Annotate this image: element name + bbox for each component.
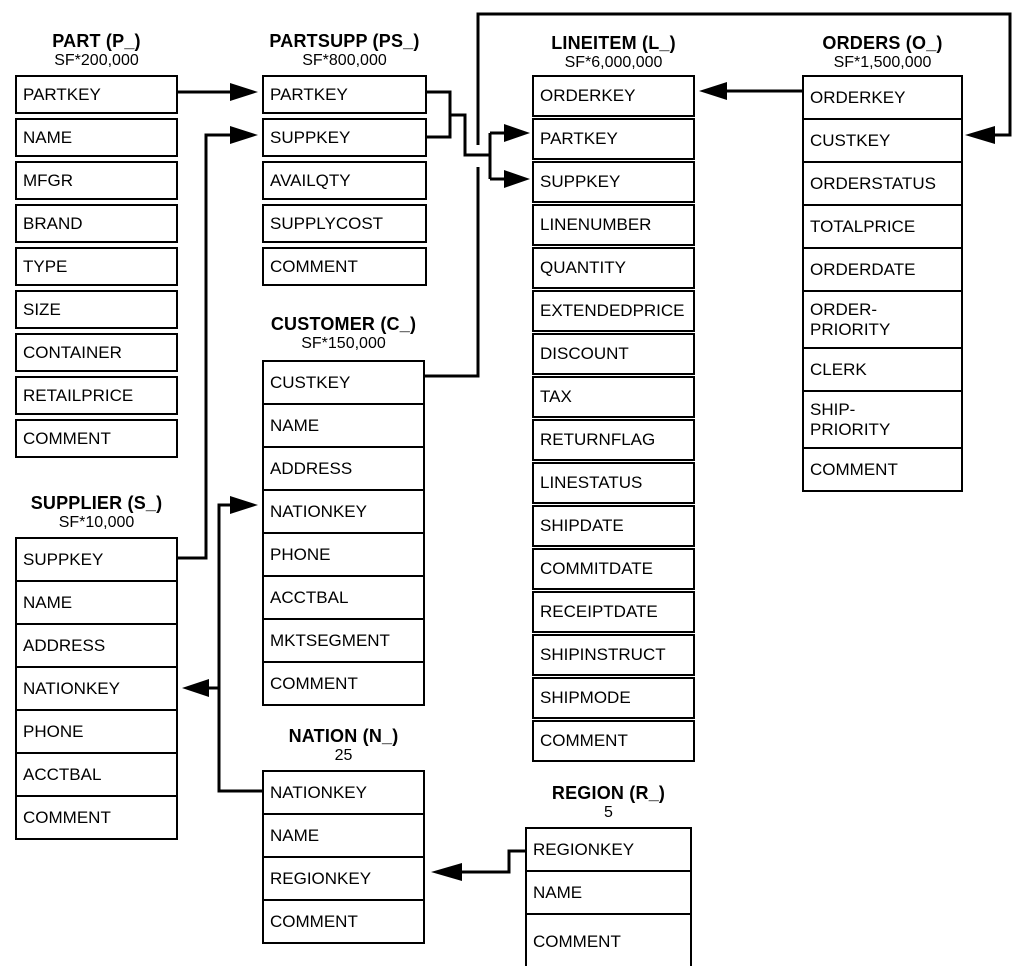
lineitem-col-quantity: QUANTITY <box>532 247 695 289</box>
lineitem-col-receiptdate: RECEIPTDATE <box>532 591 695 633</box>
customer-table-cardinality: SF*150,000 <box>301 335 386 352</box>
customer-col-comment: COMMENT <box>262 661 425 706</box>
part-col-partkey: PARTKEY <box>15 75 178 114</box>
part-col-brand: BRAND <box>15 204 178 243</box>
supplier-col-name: NAME <box>15 580 178 625</box>
fk-arrow-part-partkey-to-partsupp-partkey <box>178 83 258 101</box>
region-table-cardinality: 5 <box>604 804 613 821</box>
fk-arrow-customer-custkey-to-orders-custkey <box>425 12 1012 378</box>
fk-arrow-region-regionkey-to-nation-regionkey <box>431 849 527 881</box>
part-table: PARTKEY NAME MFGR BRAND TYPE SIZE CONTAINER RET… <box>15 75 178 458</box>
lineitem-table-title: LINEITEM (L_) <box>551 33 676 53</box>
fk-arrow-orders-orderkey-to-lineitem-orderkey <box>699 82 802 100</box>
orders-col-comment: COMMENT <box>802 447 963 492</box>
customer-col-mktsegment: MKTSEGMENT <box>262 618 425 663</box>
part-col-size: SIZE <box>15 290 178 329</box>
partsupp-col-supplycost: SUPPLYCOST <box>262 204 427 243</box>
supplier-col-acctbal: ACCTBAL <box>15 752 178 797</box>
part-col-container: CONTAINER <box>15 333 178 372</box>
nation-col-regionkey: REGIONKEY <box>262 856 425 901</box>
customer-col-nationkey: NATIONKEY <box>262 489 425 534</box>
nation-col-name: NAME <box>262 813 425 858</box>
customer-col-name: NAME <box>262 403 425 448</box>
nation-col-nationkey: NATIONKEY <box>262 770 425 815</box>
orders-table-title: ORDERS (O_) <box>822 33 943 53</box>
lineitem-col-linestatus: LINESTATUS <box>532 462 695 504</box>
lineitem-col-linenumber: LINENUMBER <box>532 204 695 246</box>
orders-table-cardinality: SF*1,500,000 <box>833 54 932 71</box>
lineitem-col-shipinstruct: SHIPINSTRUCT <box>532 634 695 676</box>
lineitem-col-shipmode: SHIPMODE <box>532 677 695 719</box>
lineitem-col-discount: DISCOUNT <box>532 333 695 375</box>
supplier-table-title: SUPPLIER (S_) <box>30 493 163 513</box>
supplier-col-address: ADDRESS <box>15 623 178 668</box>
nation-table-title: NATION (N_) <box>288 726 399 746</box>
lineitem-col-tax: TAX <box>532 376 695 418</box>
lineitem-table-cardinality: SF*6,000,000 <box>564 54 663 71</box>
supplier-col-comment: COMMENT <box>15 795 178 840</box>
customer-col-custkey: CUSTKEY <box>262 360 425 405</box>
supplier-table-cardinality: SF*10,000 <box>58 514 135 531</box>
lineitem-col-commitdate: COMMITDATE <box>532 548 695 590</box>
partsupp-table-title: PARTSUPP (PS_) <box>269 31 420 51</box>
part-col-name: NAME <box>15 118 178 157</box>
fk-arrow-supplier-suppkey-to-partsupp-suppkey <box>178 126 258 560</box>
partsupp-table-cardinality: SF*800,000 <box>302 52 387 69</box>
part-table-cardinality: SF*200,000 <box>54 52 139 69</box>
lineitem-col-orderkey: ORDERKEY <box>532 75 695 117</box>
region-table-title: REGION (R_) <box>551 783 666 803</box>
partsupp-col-comment: COMMENT <box>262 247 427 286</box>
partsupp-table: PARTKEY SUPPKEY AVAILQTY SUPPLYCOST COMMENT <box>262 75 427 286</box>
part-table-title: PART (P_) <box>52 31 141 51</box>
customer-table-title: CUSTOMER (C_) <box>270 314 417 334</box>
fk-arrow-nation-nationkey-to-customer-and-supplier <box>182 496 262 793</box>
supplier-col-phone: PHONE <box>15 709 178 754</box>
region-col-comment: COMMENT <box>525 913 692 966</box>
lineitem-col-returnflag: RETURNFLAG <box>532 419 695 461</box>
lineitem-col-extendedprice: EXTENDEDPRICE <box>532 290 695 332</box>
partsupp-col-partkey: PARTKEY <box>262 75 427 114</box>
part-col-comment: COMMENT <box>15 419 178 458</box>
lineitem-col-shipdate: SHIPDATE <box>532 505 695 547</box>
part-col-retailprice: RETAILPRICE <box>15 376 178 415</box>
orders-col-clerk: CLERK <box>802 347 963 392</box>
partsupp-col-availqty: AVAILQTY <box>262 161 427 200</box>
orders-col-custkey: CUSTKEY <box>802 118 963 163</box>
part-col-type: TYPE <box>15 247 178 286</box>
lineitem-col-partkey: PARTKEY <box>532 118 695 160</box>
part-col-mfgr: MFGR <box>15 161 178 200</box>
nation-col-comment: COMMENT <box>262 899 425 944</box>
nation-table-cardinality: 25 <box>334 747 353 764</box>
partsupp-col-suppkey: SUPPKEY <box>262 118 427 157</box>
lineitem-col-suppkey: SUPPKEY <box>532 161 695 203</box>
region-col-name: NAME <box>525 870 692 915</box>
fk-arrow-partsupp-keys-to-lineitem-keys <box>427 90 530 188</box>
orders-col-orderdate: ORDERDATE <box>802 247 963 292</box>
orders-col-orderstatus: ORDERSTATUS <box>802 161 963 206</box>
lineitem-col-comment: COMMENT <box>532 720 695 762</box>
